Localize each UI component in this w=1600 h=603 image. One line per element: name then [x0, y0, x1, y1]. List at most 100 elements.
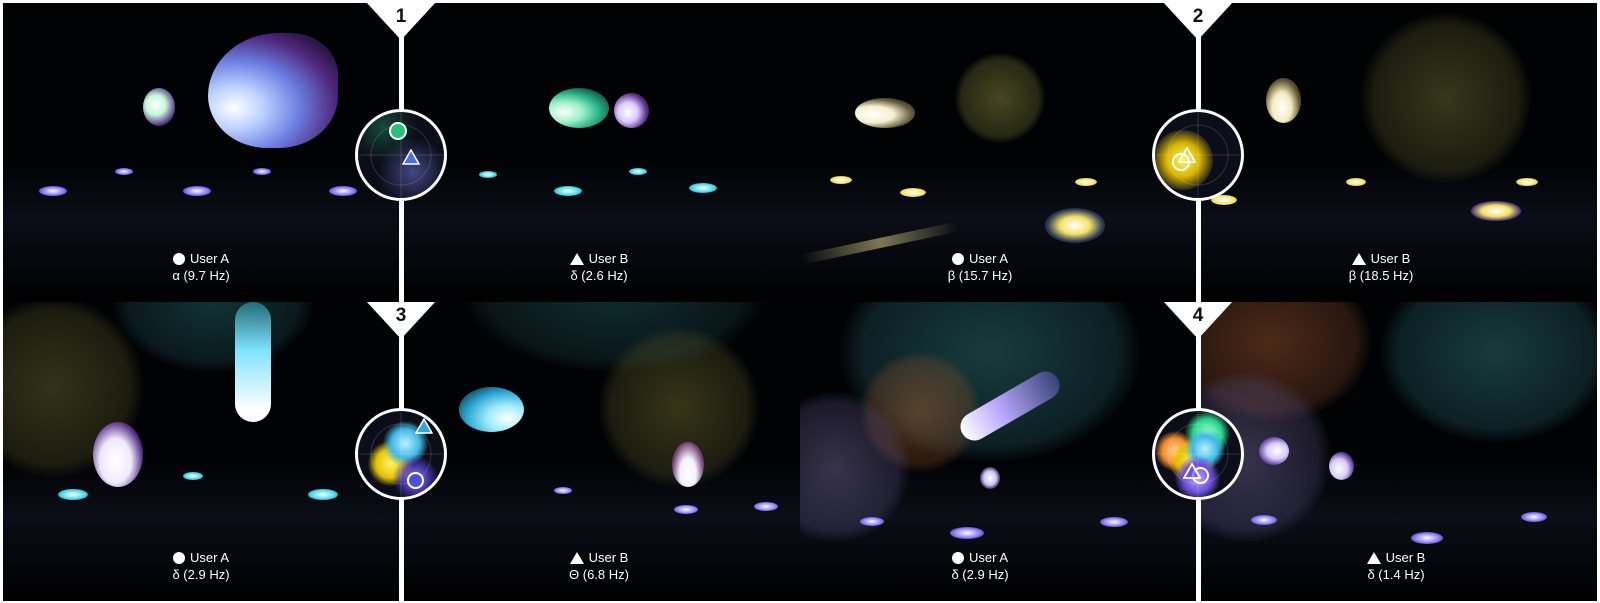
circle-icon [172, 551, 185, 564]
frequency-band: δ (2.6 Hz) [570, 268, 628, 283]
yellow-stream [855, 98, 915, 128]
frequency-band: Θ (6.8 Hz) [569, 567, 629, 582]
triangle-icon [1351, 252, 1366, 265]
floor-light [1521, 512, 1547, 522]
floor-light [58, 489, 88, 500]
panel-4-user-b-view: User B δ (1.4 Hz) [1201, 302, 1597, 601]
teal-particle-cloud [113, 302, 313, 372]
floor-light [253, 168, 271, 175]
frequency-band: β (18.5 Hz) [1348, 268, 1414, 283]
panel-1-user-a-view: User A α (9.7 Hz) [3, 3, 399, 302]
user-name: User B [1385, 550, 1426, 565]
frequency-band: α (9.7 Hz) [172, 268, 230, 283]
user-b-caption: User B β (18.5 Hz) [1301, 250, 1461, 284]
circle-icon [951, 551, 964, 564]
circle-icon [172, 252, 185, 265]
floor-light [183, 186, 211, 196]
cyan-stream [459, 387, 524, 432]
panel-number-badge: 4 [1163, 302, 1233, 339]
triangle-icon [569, 252, 584, 265]
panel-1: User A α (9.7 Hz) User B δ (2.6 Hz) 1 [3, 3, 800, 302]
yellow-particle-cloud [1361, 13, 1531, 183]
cyan-stream [235, 302, 271, 422]
floor-light [1075, 178, 1097, 186]
floor [3, 461, 399, 601]
user-b-marker [415, 418, 433, 434]
orange-particle-cloud [860, 352, 980, 472]
panel-number-badge: 3 [366, 302, 436, 339]
user-a-caption: User A α (9.7 Hz) [121, 250, 281, 284]
panel-number-badge: 2 [1163, 3, 1233, 40]
user-name: User B [1370, 251, 1411, 266]
user-b-marker [402, 149, 420, 165]
floor-light [689, 183, 717, 193]
floor [404, 461, 800, 601]
floor-light [629, 168, 647, 175]
user-a-caption: User A β (15.7 Hz) [900, 250, 1060, 284]
panel-3-user-a-view: User A δ (2.9 Hz) [3, 302, 399, 601]
floor [3, 162, 399, 302]
floor-light [674, 505, 698, 514]
panel-number-badge: 1 [366, 3, 436, 40]
user-name: User B [588, 251, 629, 266]
floor [1201, 461, 1597, 601]
floor-light [950, 527, 984, 539]
user-b-caption: User B δ (1.4 Hz) [1316, 549, 1476, 583]
circle-icon [951, 252, 964, 265]
user-name: User A [968, 550, 1008, 565]
green-stream [549, 88, 609, 128]
violet-orb [1329, 452, 1354, 480]
minimap [1152, 408, 1244, 500]
floor-light [554, 186, 582, 196]
floor-light [830, 176, 852, 184]
floor-light [39, 186, 67, 196]
user-name: User A [968, 251, 1008, 266]
panel-2-user-b-view: User B β (18.5 Hz) [1201, 3, 1597, 302]
frequency-band: β (15.7 Hz) [947, 268, 1013, 283]
white-violet-orb [93, 422, 143, 487]
floor-light [1211, 195, 1237, 205]
triangle-icon [569, 551, 584, 564]
panel-3-user-b-view: User B Θ (6.8 Hz) [404, 302, 800, 601]
floor-light [554, 487, 572, 494]
teal-particle-cloud [1381, 302, 1597, 442]
floor-light [1471, 201, 1521, 221]
violet-orb [672, 442, 704, 487]
user-name: User A [189, 550, 229, 565]
floor-light [754, 502, 778, 511]
floor-light [900, 188, 926, 197]
user-b-caption: User B Θ (6.8 Hz) [519, 549, 679, 583]
frequency-band: δ (2.9 Hz) [172, 567, 230, 582]
panel-2-user-a-view: User A β (15.7 Hz) [800, 3, 1196, 302]
user-b-marker [1178, 147, 1196, 163]
user-a-caption: User A δ (2.9 Hz) [900, 549, 1060, 583]
user-b-caption: User B δ (2.6 Hz) [519, 250, 679, 284]
floor-light [1411, 532, 1443, 544]
user-name: User B [588, 550, 629, 565]
floor-light [308, 489, 338, 500]
floor [800, 162, 1196, 302]
minimap [355, 408, 447, 500]
floor-light [860, 517, 884, 526]
panel-2: User A β (15.7 Hz) User B β (18.5 Hz) 2 [800, 3, 1597, 302]
frequency-band: δ (2.9 Hz) [951, 567, 1009, 582]
floor-light [1251, 515, 1277, 525]
user-a-caption: User A δ (2.9 Hz) [121, 549, 281, 583]
floor-light [329, 186, 357, 196]
floor [404, 162, 800, 302]
triangle-icon [1366, 551, 1381, 564]
panel-4: User A δ (2.9 Hz) User B δ (1.4 Hz) 4 [800, 302, 1597, 601]
floor-light [1100, 517, 1128, 527]
violet-orb [143, 88, 175, 126]
panel-4-user-a-view: User A δ (2.9 Hz) [800, 302, 1196, 601]
minimap [1152, 109, 1244, 201]
panel-3: User A δ (2.9 Hz) User B Θ (6.8 Hz) 3 [3, 302, 800, 601]
floor-light [479, 171, 497, 178]
user-a-marker [389, 122, 407, 140]
user-a-marker [407, 472, 424, 489]
user-name: User A [189, 251, 229, 266]
panel-1-user-b-view: User B δ (2.6 Hz) [404, 3, 800, 302]
violet-orb [614, 93, 649, 128]
floor-light [115, 168, 133, 175]
floor-light [183, 472, 203, 480]
